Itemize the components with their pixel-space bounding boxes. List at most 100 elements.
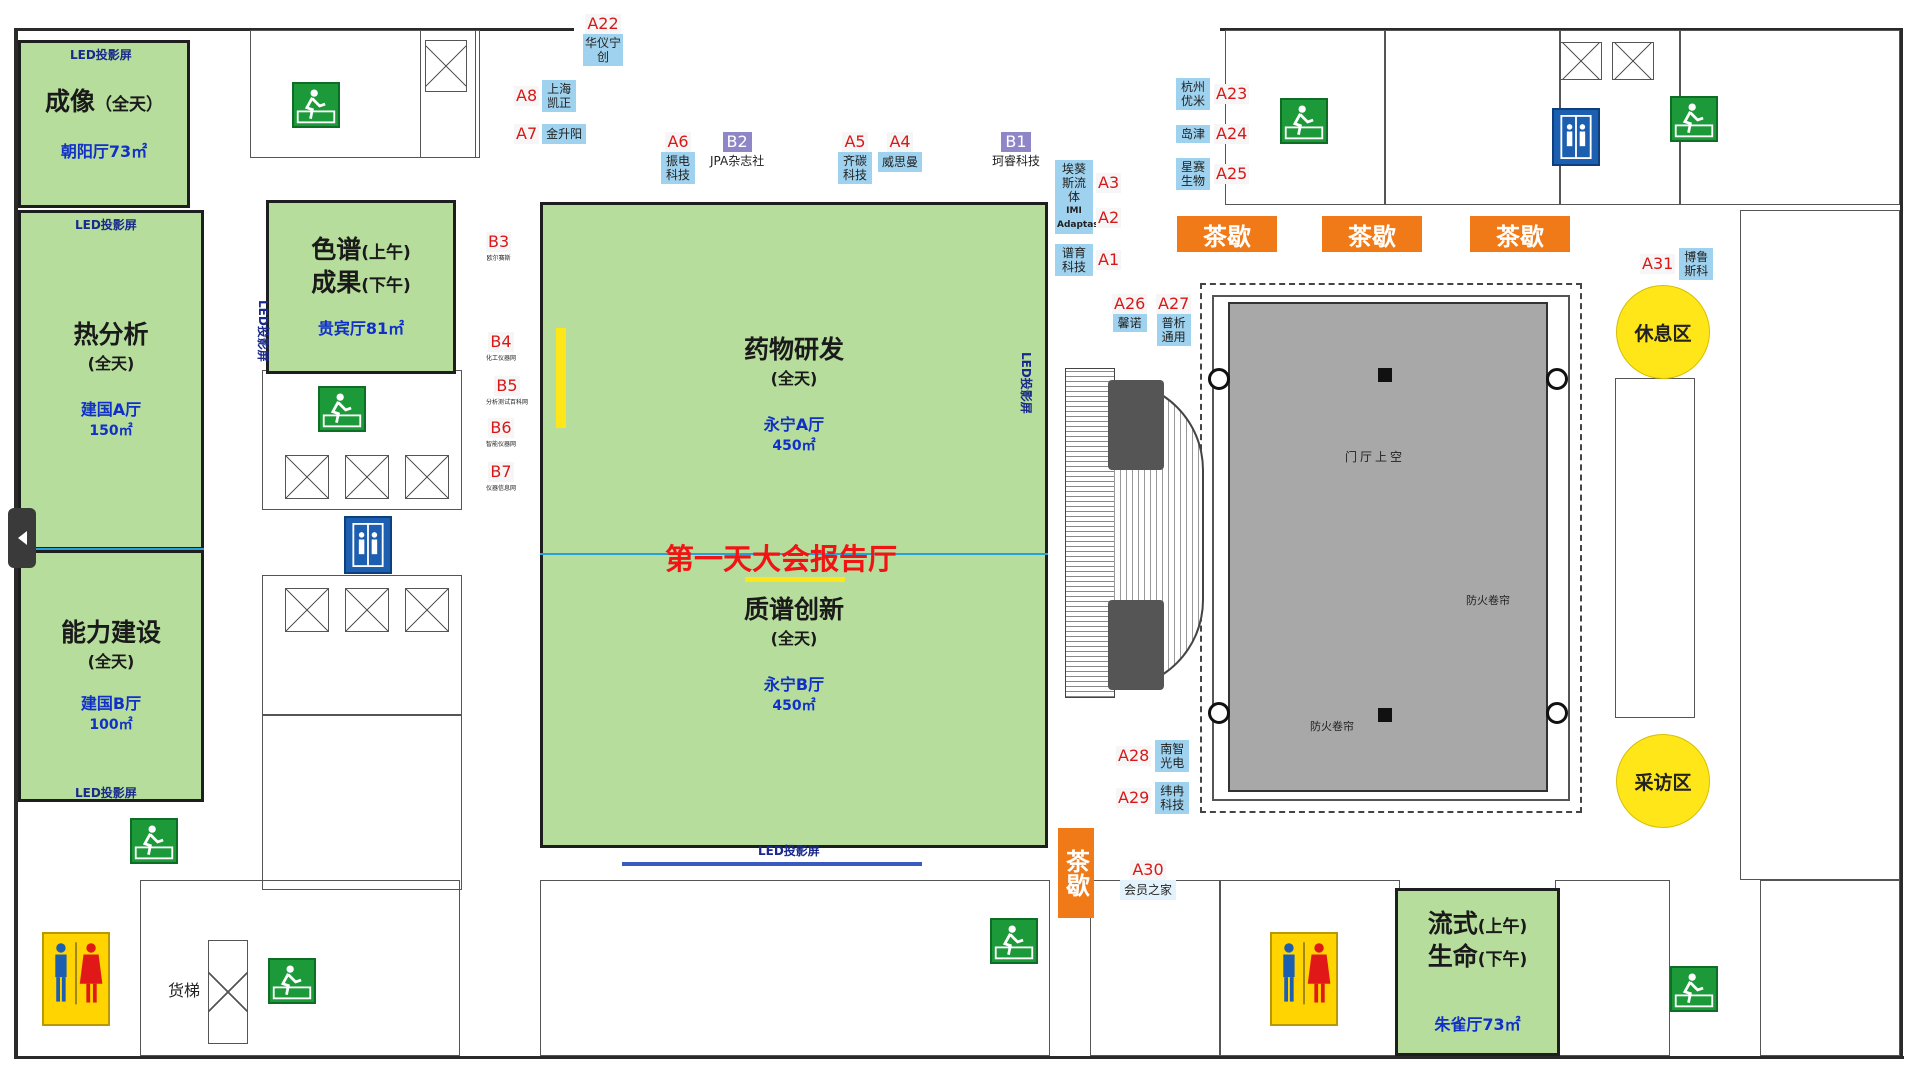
booth-name: 星赛生物 [1176, 158, 1210, 190]
booth-b1[interactable]: B1 珂睿科技 [992, 132, 1040, 168]
booth-a24[interactable]: 岛津 A24 [1176, 124, 1250, 144]
booth-b2[interactable]: B2 JPA杂志社 [710, 132, 764, 168]
emergency-exit-icon [318, 386, 366, 432]
booth-name: 馨诺 [1112, 314, 1147, 332]
booth-code: A2 [1096, 208, 1122, 228]
hall-refenxi[interactable]: 热分析 (全天) 建国A厅 150㎡ [18, 210, 204, 550]
hall-yongning[interactable]: 药物研发 (全天) 永宁A厅 450㎡ 质谱创新 (全天) 永宁B厅 450㎡ [540, 202, 1048, 848]
led-screen-label: LED投影屏 [75, 786, 137, 800]
booth-a1[interactable]: 谱育科技 A1 [1055, 244, 1122, 276]
room-mid-left [262, 715, 462, 890]
booth-name: 智能仪器网 [486, 441, 517, 448]
room-bottom-center [540, 880, 1050, 1056]
emergency-exit-icon [292, 82, 340, 128]
room-bottom-right [1555, 880, 1670, 1056]
booth-a25[interactable]: 星赛生物 A25 [1176, 158, 1250, 190]
hall-zhipu-name: 永宁B厅 [763, 675, 825, 694]
booth-code: A28 [1116, 746, 1152, 766]
booth-code: A6 [665, 132, 691, 152]
emergency-exit-icon [1670, 966, 1718, 1012]
booth-code: B7 [488, 462, 514, 482]
booth-a2[interactable]: IMI Adaptas A2 [1055, 202, 1122, 234]
booth-code: A8 [514, 86, 540, 106]
column [1378, 708, 1392, 722]
hall-sepu[interactable]: 色谱(上午) 成果(下午) 贵宾厅81㎡ [266, 200, 456, 374]
booth-code: A27 [1156, 294, 1192, 314]
hall-yaowu-area: 450㎡ [772, 438, 816, 454]
booth-name: 埃葵斯流体 [1055, 160, 1093, 206]
booth-b4[interactable]: B4 化工仪器网 [486, 332, 516, 366]
booth-a29[interactable]: A29 纬冉科技 [1116, 782, 1190, 814]
booth-b6[interactable]: B6 智能仪器网 [486, 418, 516, 452]
booth-a6[interactable]: A6 振电科技 [661, 132, 695, 184]
booth-code: B2 [722, 132, 752, 152]
hall-nengli-area: 100㎡ [89, 717, 133, 733]
booth-b3[interactable]: B3 欧尔赛斯 [486, 232, 512, 266]
tea-break-4: 茶歇 [1058, 828, 1094, 918]
booth-name: 南智光电 [1155, 740, 1190, 772]
booth-a30[interactable]: A30 会员之家 [1120, 860, 1177, 900]
booth-code: A30 [1130, 860, 1166, 880]
booth-code: A22 [585, 14, 621, 34]
hall-chengxiang-sub: （全天） [95, 94, 163, 115]
booth-a23[interactable]: 杭州优米 A23 [1176, 78, 1250, 110]
hall-nengli[interactable]: 能力建设 (全天) 建国B厅 100㎡ [18, 550, 204, 802]
highlight-bar [745, 577, 845, 582]
partition-line [540, 553, 1048, 555]
hall-yaowu-name: 永宁A厅 [763, 415, 825, 434]
elevator-shaft [285, 588, 329, 632]
booth-a4[interactable]: A4 威思曼 [878, 132, 923, 172]
planter [1108, 380, 1164, 470]
booth-a28[interactable]: A28 南智光电 [1116, 740, 1190, 772]
booth-a8[interactable]: A8 上海凯正 [514, 80, 577, 112]
booth-code: B3 [486, 232, 512, 252]
freight-elevator [208, 940, 248, 1044]
booth-b7[interactable]: B7 仪器信息网 [486, 462, 516, 496]
fire-curtain-label: 防火卷帘 [1310, 720, 1354, 733]
column [1208, 702, 1230, 724]
booth-code: A3 [1096, 173, 1122, 193]
led-screen-label: LED投影屏 [70, 48, 132, 62]
booth-name: 华仪宁创 [583, 34, 623, 66]
booth-code: A5 [842, 132, 868, 152]
led-screen-label: LED投影屏 [75, 218, 137, 232]
booth-a5[interactable]: A5 齐碳科技 [838, 132, 872, 184]
booth-a7[interactable]: A7 金升阳 [514, 124, 587, 144]
hall-liushi[interactable]: 流式(上午) 生命(下午) 朱雀厅73㎡ [1395, 888, 1560, 1056]
hall-zhipu-sub: (全天) [770, 629, 818, 648]
elevator-icon [344, 516, 392, 574]
atrium-label: 门厅上空 [1345, 450, 1406, 464]
booth-name: 珂睿科技 [992, 154, 1041, 168]
booth-code: B6 [488, 418, 514, 438]
booth-name: 上海凯正 [542, 80, 577, 112]
room-bottom-left [140, 880, 460, 1056]
room-top-right-a [1225, 30, 1385, 205]
booth-a26[interactable]: A26 馨诺 [1112, 294, 1148, 332]
room-bottom-toilet-a [1090, 880, 1220, 1056]
nav-arrow-icon[interactable] [8, 508, 36, 568]
atrium-border [1212, 295, 1570, 801]
led-screen-label: LED投影屏 [1019, 352, 1033, 414]
outer-wall-bottom [14, 1056, 1904, 1059]
room-right-inner [1615, 378, 1695, 718]
tea-break-1: 茶歇 [1177, 216, 1277, 252]
booth-a27[interactable]: A27 普析通用 [1156, 294, 1192, 346]
booth-a31[interactable]: A31 博鲁斯科 [1640, 248, 1714, 280]
hall-sepu-title1-note: (上午) [361, 243, 411, 263]
hall-liushi-title1-note: (上午) [1477, 917, 1528, 937]
booth-a3[interactable]: 埃葵斯流体 A3 [1055, 160, 1122, 206]
hall-yaowu-sub: (全天) [770, 369, 818, 388]
column [1208, 368, 1230, 390]
booth-b5[interactable]: B5 分析测试百科网 [486, 376, 528, 410]
hall-nengli-sub: (全天) [87, 652, 135, 671]
emergency-exit-icon [1280, 98, 1328, 144]
hall-chengxiang-title: 成像 [44, 86, 95, 116]
column [1378, 368, 1392, 382]
booth-name: 振电科技 [661, 152, 695, 184]
hall-chengxiang[interactable]: 成像（全天） 朝阳厅73㎡ [18, 40, 190, 208]
hall-nengli-name: 建国B厅 [80, 694, 142, 713]
elevator-shaft [425, 40, 467, 92]
booth-code: B4 [488, 332, 514, 352]
restroom-icon [42, 932, 110, 1026]
